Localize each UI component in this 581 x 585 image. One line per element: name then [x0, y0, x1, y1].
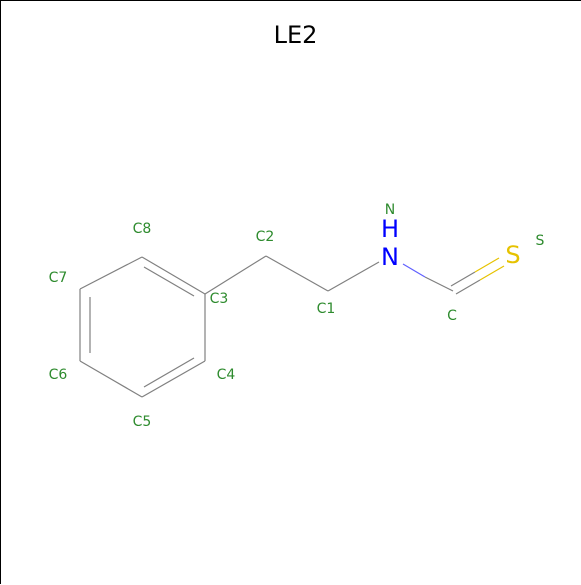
nitrogen-hydrogen-symbol: H: [381, 215, 399, 243]
bond-c-s-1-gray: [450, 271, 476, 287]
atom-label-c2: C2: [256, 229, 275, 245]
atom-label-c7: C7: [49, 270, 68, 286]
bond-c3-c8: [141, 256, 206, 295]
nitrogen-symbol: N: [381, 243, 399, 271]
sulfur-symbol: S: [505, 241, 520, 269]
bond-n-c-blue: [402, 263, 426, 278]
atom-label-c: C: [447, 308, 457, 324]
chain-bonds: [204, 255, 505, 295]
bond-c3-c2: [204, 255, 267, 295]
atom-labels: C8 C7 C6 C5 C4 C3 C2 C1 N C S: [49, 202, 545, 430]
bond-c8-c7: [79, 256, 143, 290]
bond-c-s-1-yellow: [474, 257, 500, 273]
atom-label-c5: C5: [133, 414, 152, 430]
atom-label-c1: C1: [317, 301, 336, 317]
atom-label-c6: C6: [49, 367, 68, 383]
atom-label-c4: C4: [217, 367, 236, 383]
bond-c-s-2-yellow: [479, 265, 505, 281]
bond-c6-c5: [79, 360, 143, 398]
benzene-ring: [79, 256, 206, 398]
bond-c1-n: [327, 261, 380, 292]
bond-c5-c4: [141, 360, 206, 398]
bond-n-c-gray: [424, 276, 454, 292]
bond-inner-c5-c4: [143, 357, 195, 388]
structure-title: LE2: [273, 21, 318, 49]
bond-inner-c8-c3: [143, 266, 195, 297]
bond-c-s-2-gray: [455, 279, 481, 295]
atom-label-c3: C3: [210, 291, 229, 307]
atom-label-c8: C8: [133, 221, 152, 237]
bond-c2-c1: [265, 255, 329, 292]
atom-label-n: N: [385, 202, 395, 218]
atom-label-s: S: [536, 233, 545, 249]
